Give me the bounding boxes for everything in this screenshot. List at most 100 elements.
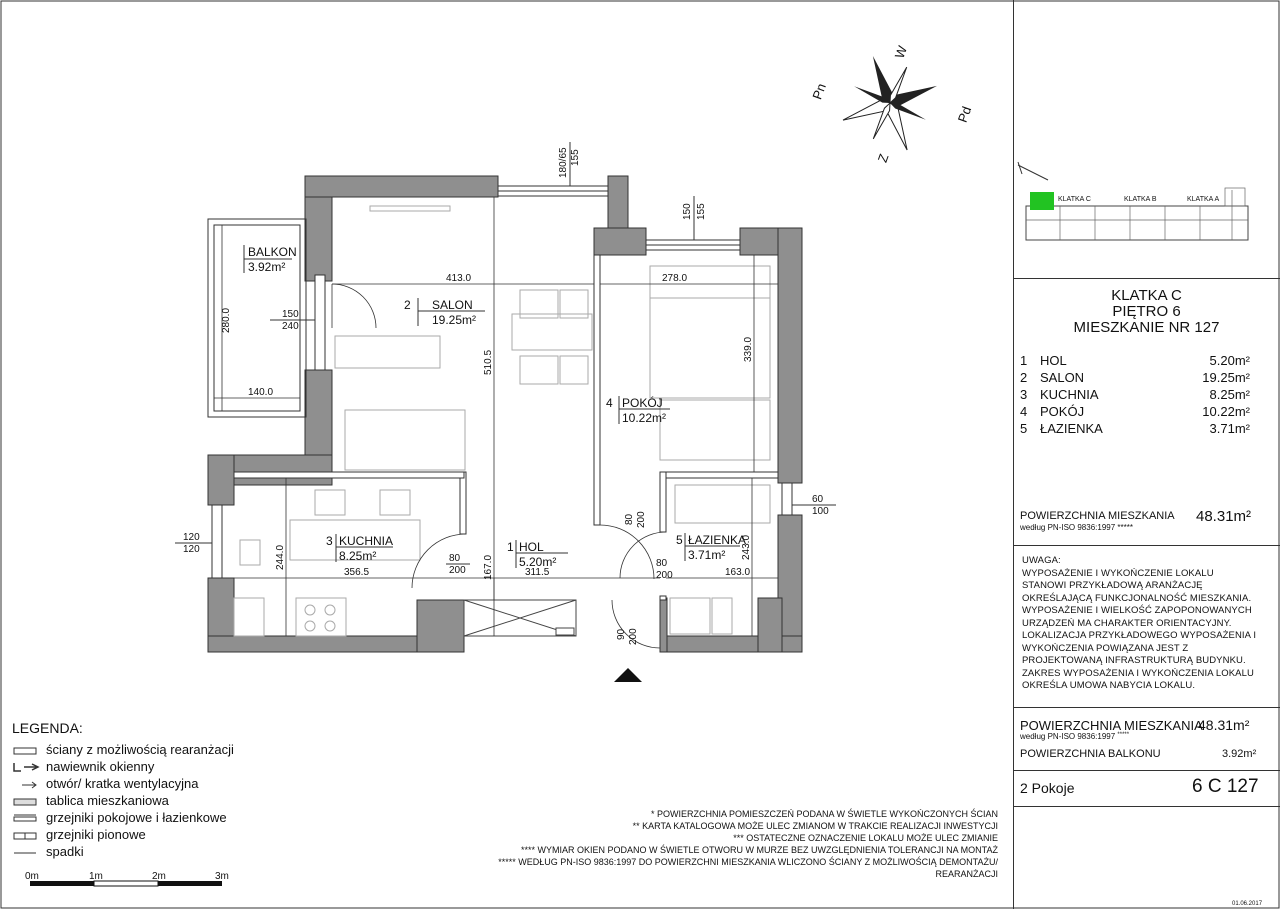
svg-text:244.0: 244.0 <box>275 545 286 570</box>
svg-text:180/65: 180/65 <box>558 147 569 178</box>
svg-text:120: 120 <box>183 532 200 543</box>
room-label-hol: 1 HOL 5.20m² <box>507 540 568 569</box>
hol-shaft <box>463 599 577 637</box>
note: UWAGA: WYPOSAŻENIE I WYKOŃCZENIE LOKALU … <box>1022 555 1257 693</box>
svg-text:3m: 3m <box>215 871 229 882</box>
keyplan: KLATKA C KLATKA B KLATKA A <box>1017 161 1249 241</box>
svg-text:150: 150 <box>282 309 299 320</box>
partitions <box>233 254 779 601</box>
svg-text:150: 150 <box>682 203 693 220</box>
room-label-balkon: BALKON 3.92m² <box>243 245 297 274</box>
svg-text:HOL: HOL <box>519 540 544 554</box>
legend-item: grzejniki pionowe <box>12 826 234 843</box>
svg-text:311.5: 311.5 <box>525 567 550 578</box>
svg-text:2: 2 <box>404 298 411 312</box>
scale-bar: 0m 1m 2m 3m <box>25 871 229 887</box>
room-label-salon: 2 SALON 19.25m² <box>404 298 485 327</box>
legend-item: grzejniki pokojowe i łazienkowe <box>12 809 234 826</box>
svg-text:10.22m²: 10.22m² <box>622 411 666 425</box>
windows <box>211 185 793 579</box>
svg-text:155: 155 <box>570 149 581 166</box>
legend-title: LEGENDA: <box>12 720 83 736</box>
footnote: **** WYMIAR OKIEN PODANO W ŚWIETLE OTWOR… <box>520 845 998 855</box>
balcony <box>207 218 307 418</box>
date-stamp: 01.06.2017 <box>1232 901 1263 907</box>
walls <box>207 175 803 653</box>
svg-text:0m: 0m <box>25 871 39 882</box>
svg-text:3.71m²: 3.71m² <box>688 548 725 562</box>
svg-text:3.92m²: 3.92m² <box>248 260 285 274</box>
svg-text:243.0: 243.0 <box>741 535 752 560</box>
vent-icon <box>12 761 40 773</box>
balcony-value: 3.92m² <box>1222 748 1257 760</box>
pipe-icon <box>12 829 40 841</box>
svg-text:240: 240 <box>282 321 299 332</box>
legend-item: spadki <box>12 843 234 860</box>
svg-text:278.0: 278.0 <box>662 273 687 284</box>
legend-item: tablica mieszkaniowa <box>12 792 234 809</box>
summary-sub: według PN-ISO 9836:1997 ***** <box>1020 732 1130 741</box>
legend-item: ściany z możliwością rearanżacji <box>12 741 234 758</box>
svg-text:ŁAZIENKA: ŁAZIENKA <box>688 533 746 547</box>
legend-item: nawiewnik okienny <box>12 758 234 775</box>
summary-value: 48.31m² <box>1198 717 1250 733</box>
compass-label-z: Z <box>875 152 892 165</box>
svg-text:POKÓJ: POKÓJ <box>622 395 663 410</box>
svg-text:200: 200 <box>656 570 673 581</box>
svg-text:5: 5 <box>676 533 683 547</box>
radiator-icon <box>12 812 40 824</box>
footnote: ** KARTA KATALOGOWA MOŻE ULEC ZMIANOM W … <box>632 821 998 831</box>
divider <box>1013 278 1280 279</box>
svg-text:339.0: 339.0 <box>743 337 754 362</box>
svg-text:80: 80 <box>624 513 635 525</box>
header-pietro: PIĘTRO 6 <box>1112 303 1181 320</box>
area-label: POWIERZCHNIA MIESZKANIA <box>1020 510 1175 522</box>
entrance-arrow <box>614 668 642 682</box>
svg-text:200: 200 <box>449 565 466 576</box>
doors <box>331 283 667 649</box>
footnotes: * POWIERZCHNIA POMIESZCZEŃ PODANA W ŚWIE… <box>478 808 998 880</box>
svg-text:356.5: 356.5 <box>344 567 369 578</box>
keyplan-highlight <box>1030 192 1054 210</box>
legend-item: otwór/ kratka wentylacyjna <box>12 775 234 792</box>
wall-swatch-icon <box>12 744 40 756</box>
svg-text:KLATKA A: KLATKA A <box>1187 196 1219 203</box>
svg-text:90: 90 <box>616 628 627 640</box>
svg-text:KLATKA C: KLATKA C <box>1058 196 1091 203</box>
compass-label-pn: Pn <box>809 81 829 101</box>
note-title: UWAGA: <box>1022 555 1061 566</box>
dimension-lines <box>214 197 778 636</box>
svg-text:280.0: 280.0 <box>221 308 232 333</box>
footnote: * POWIERZCHNIA POMIESZCZEŃ PODANA W ŚWIE… <box>650 809 998 819</box>
svg-text:BALKON: BALKON <box>248 245 297 259</box>
header-klatka: KLATKA C <box>1111 287 1182 304</box>
divider <box>1013 707 1280 708</box>
svg-text:5.20m²: 5.20m² <box>519 555 556 569</box>
rooms-count: 2 Pokoje <box>1020 780 1075 796</box>
svg-text:1m: 1m <box>89 871 103 882</box>
svg-text:8.25m²: 8.25m² <box>339 549 376 563</box>
svg-text:1: 1 <box>507 540 514 554</box>
compass-label-pd: Pd <box>955 104 975 124</box>
area-value: 48.31m² <box>1196 508 1252 525</box>
svg-text:510.5: 510.5 <box>483 350 494 375</box>
divider <box>1013 770 1280 771</box>
legend: LEGENDA: ściany z możliwością rearanżacj… <box>12 720 234 860</box>
svg-text:413.0: 413.0 <box>446 273 471 284</box>
svg-text:140.0: 140.0 <box>248 387 273 398</box>
furniture <box>233 205 771 637</box>
svg-text:200: 200 <box>628 628 639 645</box>
balcony-label: POWIERZCHNIA BALKONU <box>1020 748 1161 760</box>
compass-rose <box>842 56 937 151</box>
room-label-pokoj: 4 POKÓJ 10.22m² <box>606 395 670 425</box>
svg-text:KUCHNIA: KUCHNIA <box>339 534 393 548</box>
dimension-texts: 413.0 510.5 278.0 339.0 280.0 140.0 356.… <box>175 142 836 645</box>
arrow-icon <box>12 778 40 790</box>
svg-text:2m: 2m <box>152 871 166 882</box>
